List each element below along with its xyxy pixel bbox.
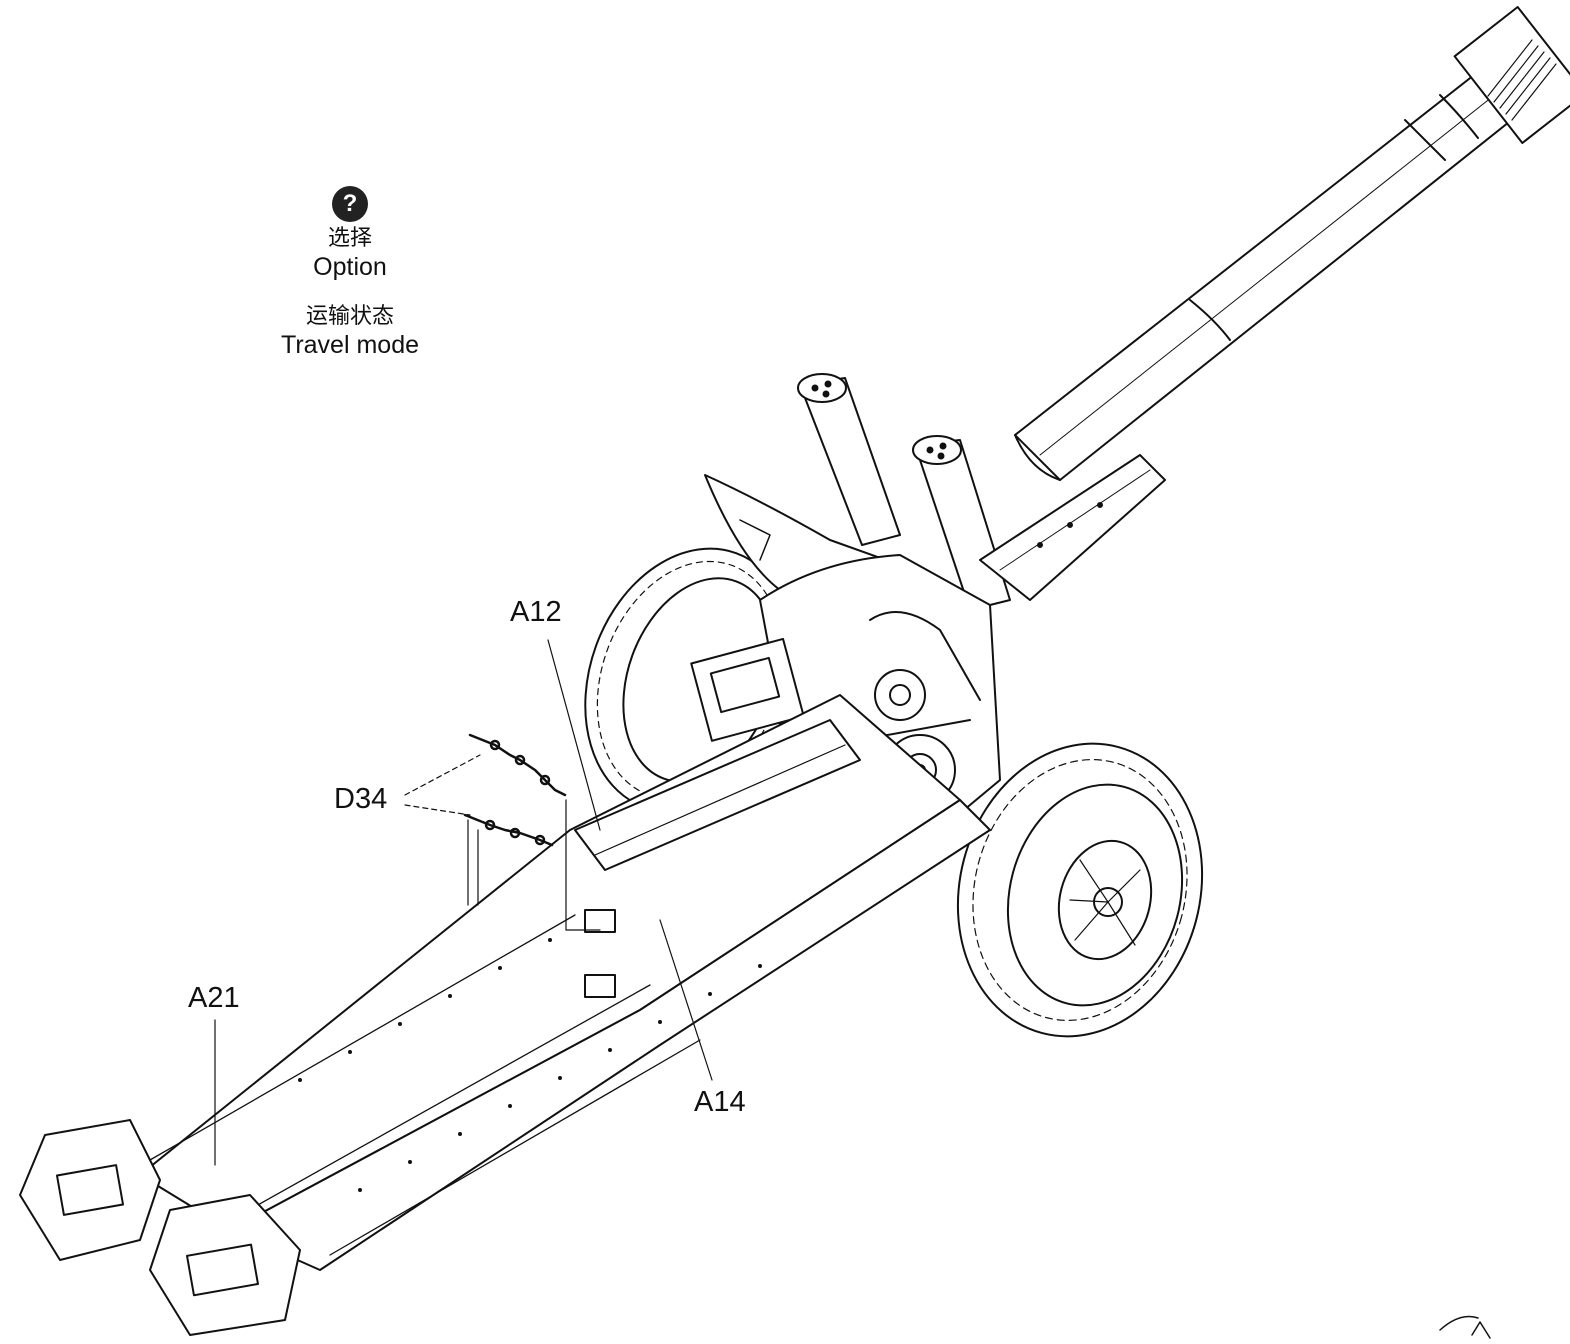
travel-mode-label-en: Travel mode xyxy=(280,331,419,359)
travel-lock-bracket xyxy=(574,719,861,998)
option-label-cn: 选择 xyxy=(327,226,372,251)
question-mark-icon: ? xyxy=(332,186,368,222)
cradle-assembly xyxy=(979,454,1166,601)
right-wheel xyxy=(956,742,1204,1038)
corner-arrow-mark xyxy=(1439,1315,1491,1339)
gun-barrel xyxy=(1014,6,1570,481)
callout-a12: A12 xyxy=(510,596,562,628)
split-trails xyxy=(19,694,991,1336)
leader-lines xyxy=(214,639,713,1166)
travel-mode-label-cn: 运输状态 xyxy=(305,304,394,329)
part-d34-pair xyxy=(463,733,567,847)
option-label-en: Option xyxy=(313,253,387,281)
recuperator-cylinders xyxy=(797,373,1011,611)
callout-a14: A14 xyxy=(694,1086,746,1118)
callout-d34: D34 xyxy=(334,783,388,815)
callout-a21: A21 xyxy=(188,982,240,1014)
option-note: ? 选择 Option 运输状态 Travel mode xyxy=(250,186,450,360)
